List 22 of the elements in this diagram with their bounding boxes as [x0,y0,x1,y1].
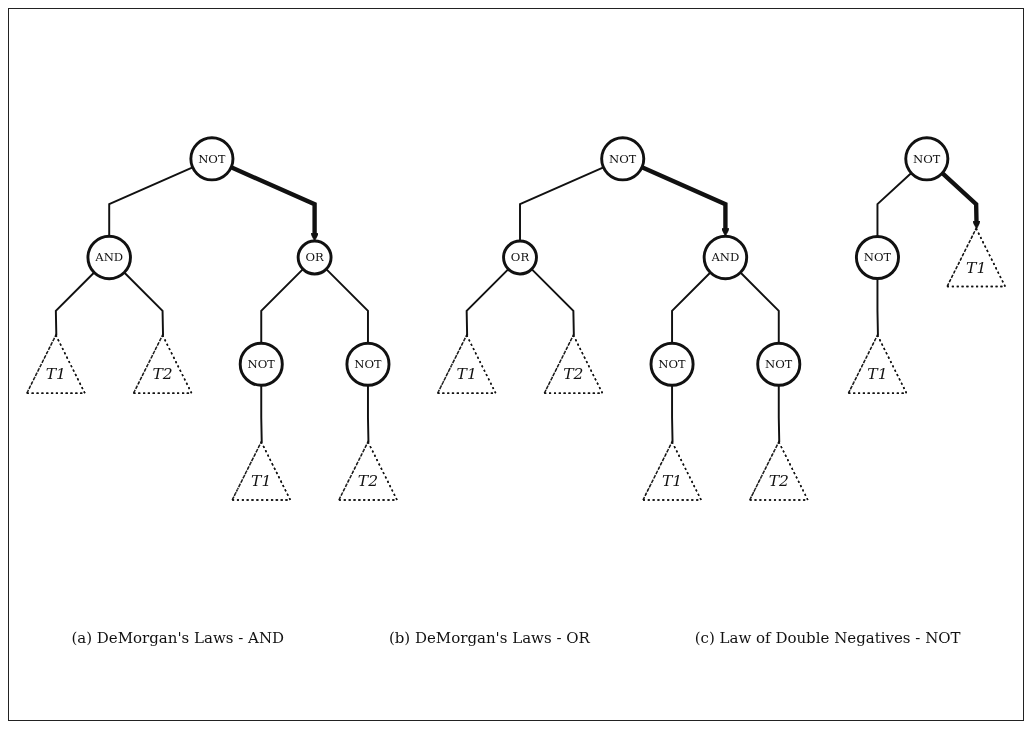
node-circle: NOT [345,341,391,387]
figure-caption: (c) Law of Double Negatives - NOT [694,629,961,647]
node-circle: AND [86,234,132,281]
node-circle: NOT [854,235,900,281]
node-circle: NOT [904,136,950,182]
connector [465,268,510,337]
node-circle: NOT [600,136,646,182]
node-circle: OR [502,239,538,276]
node-circle: NOT [238,341,284,387]
connector [530,268,575,337]
node-circle: AND [702,234,749,281]
node-circle: OR [296,239,333,276]
figure-caption: (a) DeMorgan's Laws - AND [71,629,285,647]
arrow [641,165,730,237]
node-circle: NOT [756,341,802,387]
figure-caption: (b) DeMorgan's Laws - OR [388,629,590,647]
arrow [230,165,319,242]
node-circle: NOT [189,136,235,182]
connector [54,271,96,337]
node-circle: NOT [649,341,695,387]
connector [123,271,164,337]
arrow [940,171,981,230]
